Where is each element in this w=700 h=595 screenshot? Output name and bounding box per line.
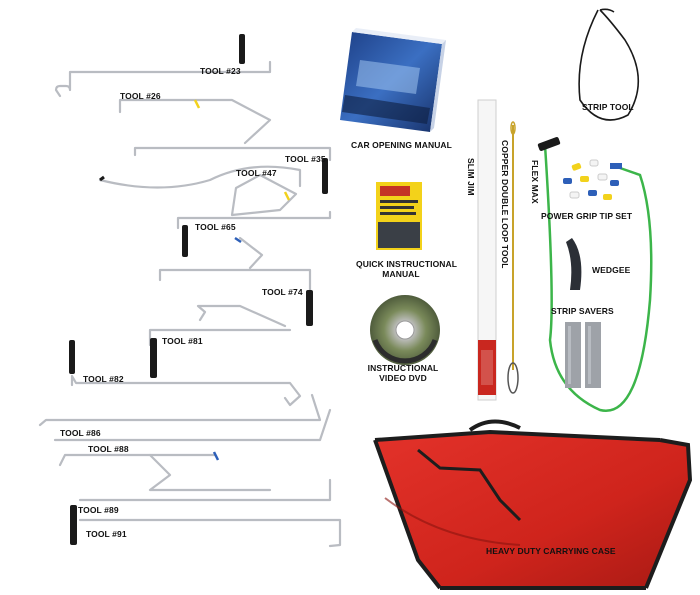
label-carrying-case: HEAVY DUTY CARRYING CASE (486, 546, 616, 556)
tool-74 (158, 268, 313, 326)
power-grip-tip-set (563, 159, 619, 200)
strip-savers (565, 322, 601, 388)
tool-81 (148, 328, 292, 378)
instructional-dvd-disc (370, 295, 440, 365)
tool-89 (70, 478, 332, 545)
label-quick-manual-2: MANUAL (382, 269, 420, 279)
label-strip-savers: STRIP SAVERS (551, 306, 614, 316)
label-tool-65: TOOL #65 (195, 222, 236, 232)
label-slim-jim: SLIM JIM (466, 158, 476, 196)
car-opening-manual-book (340, 28, 446, 132)
tool-86 (38, 393, 332, 442)
tool-91 (78, 518, 342, 548)
wedgee-tool (566, 238, 582, 290)
strip-tool-loop (578, 8, 640, 121)
carrying-case (373, 419, 693, 590)
label-tool-74: TOOL #74 (262, 287, 303, 297)
tool-bent-small (196, 304, 287, 328)
tool-47 (98, 165, 302, 189)
copper-double-loop-tool (507, 121, 519, 394)
label-copper-loop: COPPER DOUBLE LOOP TOOL (500, 140, 510, 269)
label-wedgee: WEDGEE (592, 265, 631, 275)
quick-manual-booklet (376, 182, 422, 250)
tool-88 (58, 451, 272, 492)
label-video-1: INSTRUCTIONAL (367, 363, 439, 373)
label-tool-35: TOOL #35 (285, 154, 326, 164)
label-car-opening-manual: CAR OPENING MANUAL (351, 140, 452, 150)
label-strip-tool: STRIP TOOL (582, 102, 634, 112)
label-tool-81: TOOL #81 (162, 336, 203, 346)
tool-82 (69, 340, 302, 407)
tool-23 (54, 34, 272, 98)
tool-65 (176, 210, 332, 270)
label-tool-23: TOOL #23 (200, 66, 241, 76)
label-quick-manual-1: QUICK INSTRUCTIONAL (356, 259, 458, 269)
label-video-2: VIDEO DVD (379, 373, 427, 383)
flex-max-tool (537, 137, 653, 413)
label-flex-max: FLEX MAX (530, 160, 540, 204)
slim-jim-tool (477, 99, 497, 401)
label-tool-91: TOOL #91 (86, 529, 127, 539)
label-power-grip: POWER GRIP TIP SET (541, 211, 633, 221)
label-tool-88: TOOL #88 (88, 444, 129, 454)
label-tool-82: TOOL #82 (83, 374, 124, 384)
label-tool-89: TOOL #89 (78, 505, 119, 515)
label-tool-47: TOOL #47 (236, 168, 277, 178)
tool-extra-diamond (230, 173, 298, 217)
tool-26 (118, 98, 272, 145)
label-tool-86: TOOL #86 (60, 428, 101, 438)
tool-35 (133, 146, 332, 194)
label-tool-26: TOOL #26 (120, 91, 161, 101)
